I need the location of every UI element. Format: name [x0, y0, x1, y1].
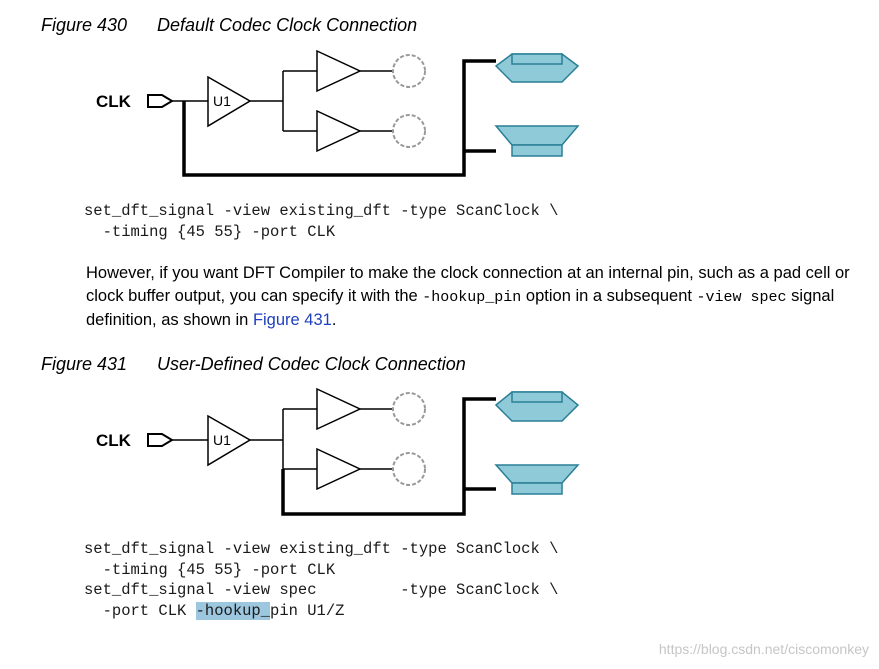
- buffer-top: [316, 387, 362, 431]
- clock-return-wire: [182, 59, 496, 177]
- code-line: set_dft_signal -view existing_dft -type …: [84, 540, 559, 558]
- figure-430-title: Default Codec Clock Connection: [157, 15, 418, 35]
- buffer-top: [316, 49, 362, 93]
- clock-hookup-wire: [281, 397, 496, 516]
- buffer-bottom: [316, 447, 362, 491]
- buffer-u1: [207, 75, 252, 128]
- inline-code: -view spec: [696, 288, 787, 306]
- clk-port-icon: [147, 433, 174, 447]
- clk-port-icon: [147, 94, 174, 108]
- code-line: set_dft_signal -view spec -type ScanCloc…: [84, 581, 559, 599]
- code-line: -timing {45 55} -port CLK: [84, 222, 336, 241]
- buffer-u1: [207, 414, 252, 467]
- watermark: https://blog.csdn.net/ciscomonkey: [658, 641, 869, 657]
- paragraph-text: option in a subsequent: [521, 286, 697, 305]
- figure-430-diagram: CLK U1: [96, 49, 580, 177]
- figure-430-caption: Figure 430 Default Codec Clock Connectio…: [0, 15, 879, 39]
- code-segment: pin U1/Z: [270, 601, 345, 620]
- inline-code: -hookup_pin: [422, 288, 522, 306]
- buffer-u1-label: U1: [213, 432, 231, 448]
- figure-431-code: set_dft_signal -view existing_dft -type …: [84, 539, 558, 621]
- code-line: -timing {45 55} -port CLK: [84, 560, 336, 579]
- paragraph-text: .: [331, 311, 337, 329]
- scan-cell-icon: [494, 391, 580, 495]
- clock-tree-cloud-icon: [392, 54, 426, 148]
- fanout-wire: [250, 408, 317, 470]
- buffer-out-wires: [360, 70, 392, 132]
- paragraph-text: However, if you want DFT Compiler to mak…: [86, 264, 850, 305]
- buffer-bottom: [316, 109, 362, 153]
- paragraph-text: signal definition, as shown in: [86, 286, 835, 330]
- figure-431-title: User-Defined Codec Clock Connection: [157, 354, 466, 374]
- code-line-hookup: -port CLK -hookup_pin U1/Z: [84, 601, 558, 622]
- figure-431-caption: Figure 431 User-Defined Codec Clock Conn…: [0, 354, 879, 378]
- clock-tree-cloud-icon: [392, 392, 426, 486]
- code-segment: -port CLK: [84, 601, 196, 620]
- figure-431-number: Figure 431: [41, 354, 128, 374]
- figure-431-link[interactable]: Figure 431: [252, 311, 332, 329]
- highlighted-code-selection[interactable]: -hookup_: [195, 601, 271, 620]
- clk-port-label: CLK: [96, 431, 132, 450]
- figure-430-code: set_dft_signal -view existing_dft -type …: [84, 201, 558, 242]
- figure-430-number: Figure 430: [41, 15, 128, 35]
- body-paragraph: However, if you want DFT Compiler to mak…: [86, 262, 856, 332]
- clk-port-label: CLK: [96, 92, 132, 111]
- fanout-wire: [250, 70, 317, 132]
- buffer-out-wires: [360, 408, 392, 470]
- buffer-u1-label: U1: [213, 93, 231, 109]
- code-line: set_dft_signal -view existing_dft -type …: [84, 202, 559, 220]
- scan-cell-icon: [494, 53, 580, 157]
- figure-431-diagram: CLK U1: [96, 387, 580, 516]
